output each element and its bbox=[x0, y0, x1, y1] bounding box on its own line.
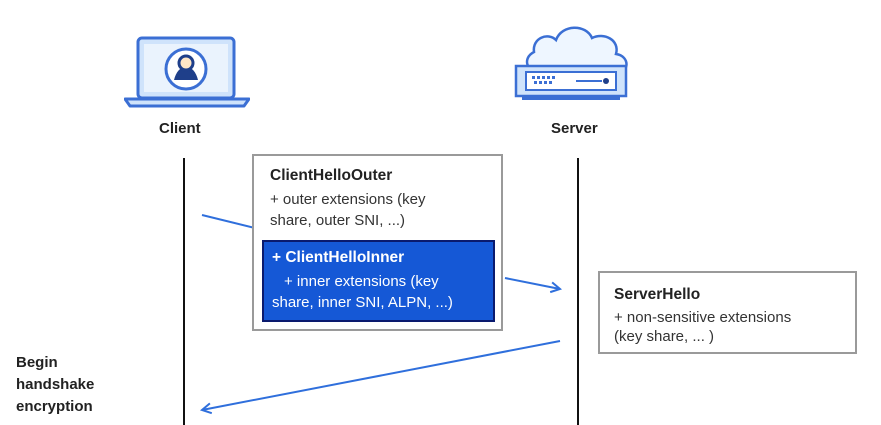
client-hello-inner-line1: + inner extensions (key bbox=[284, 273, 439, 290]
handshake-note-line3: encryption bbox=[16, 398, 93, 415]
server-hello-arrow bbox=[202, 340, 561, 410]
laptop-user-icon bbox=[124, 36, 250, 108]
server-hello-box: ServerHello + non-sensitive extensions (… bbox=[598, 271, 857, 354]
client-hello-outer-box: ClientHelloOuter + outer extensions (key… bbox=[252, 154, 503, 331]
handshake-note-line2: handshake bbox=[16, 376, 95, 393]
client-hello-inner-box: + ClientHelloInner + inner extensions (k… bbox=[262, 240, 495, 322]
client-hello-outer-line2: share, outer SNI, ...) bbox=[270, 212, 406, 229]
client-hello-arrow-start bbox=[201, 214, 256, 229]
client-hello-outer-title: ClientHelloOuter bbox=[270, 167, 393, 184]
client-hello-arrow-end bbox=[504, 277, 560, 289]
handshake-note-line1: Begin bbox=[16, 354, 58, 371]
server-cloud-icon bbox=[514, 26, 628, 100]
server-label: Server bbox=[551, 120, 598, 137]
client-label: Client bbox=[159, 120, 201, 137]
server-hello-line2: (key share, ... ) bbox=[614, 328, 715, 345]
client-hello-outer-line1: + outer extensions (key bbox=[270, 191, 426, 208]
client-hello-inner-title: + ClientHelloInner bbox=[272, 249, 405, 266]
server-hello-line1: + non-sensitive extensions bbox=[614, 309, 792, 326]
client-hello-inner-line2: share, inner SNI, ALPN, ...) bbox=[272, 294, 453, 311]
server-hello-title: ServerHello bbox=[614, 286, 701, 303]
